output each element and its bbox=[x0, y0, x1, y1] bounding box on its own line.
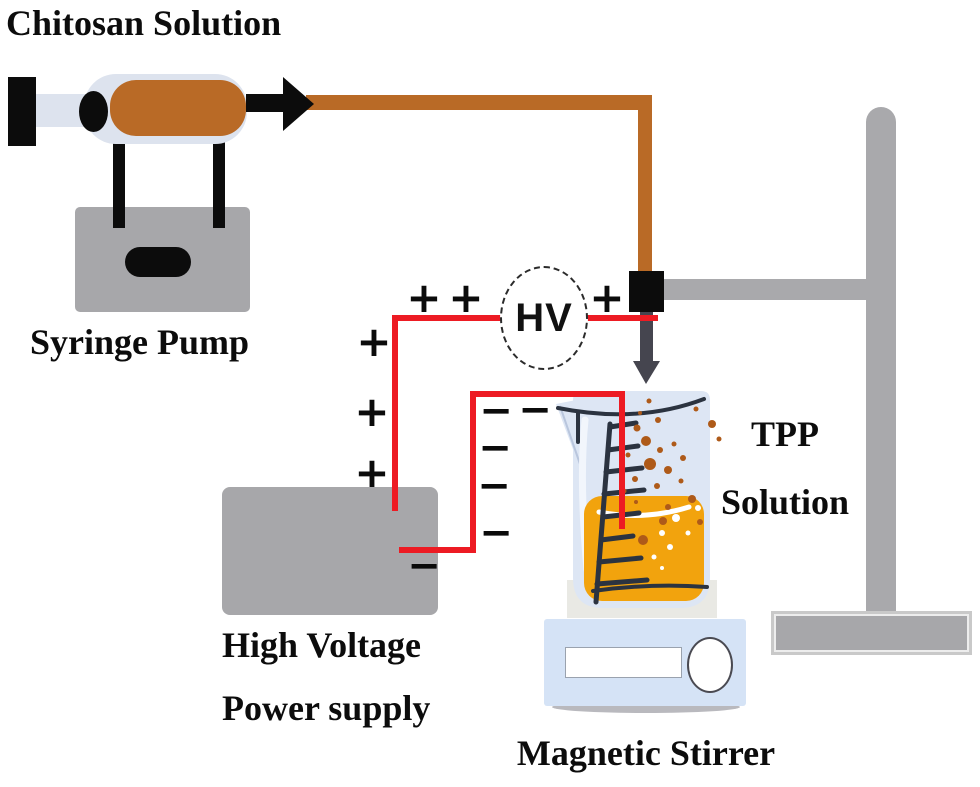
chitosan-droplet bbox=[665, 504, 671, 510]
bubble bbox=[659, 530, 665, 536]
bubble bbox=[651, 554, 657, 560]
chitosan-droplet bbox=[634, 500, 638, 504]
hv-source-badge: HV bbox=[500, 266, 588, 370]
stirrer-knob[interactable] bbox=[687, 637, 733, 693]
syringe-plunger-flange bbox=[8, 77, 36, 146]
pump-right-post bbox=[213, 142, 225, 228]
chitosan-solution-label: Chitosan Solution bbox=[6, 3, 282, 43]
bubble-group bbox=[651, 505, 701, 570]
syringe-liquid bbox=[110, 80, 246, 136]
stand-base bbox=[771, 611, 972, 655]
bubble bbox=[695, 505, 701, 511]
bubble bbox=[672, 514, 680, 522]
pump-left-post bbox=[113, 142, 125, 228]
wire-positive-left-vertical bbox=[392, 315, 398, 511]
liquid-surface-highlight bbox=[596, 504, 692, 519]
chitosan-droplet bbox=[646, 398, 652, 404]
chitosan-droplet bbox=[633, 424, 641, 432]
wire-negative-top bbox=[470, 391, 625, 397]
syringe-outlet bbox=[246, 94, 284, 112]
chitosan-droplet bbox=[638, 535, 648, 545]
high-voltage-label-line1: High Voltage bbox=[222, 625, 422, 665]
flow-arrow-icon bbox=[283, 77, 314, 131]
droplet-group bbox=[621, 398, 722, 545]
wire-positive-right bbox=[584, 315, 658, 321]
tube-horizontal bbox=[306, 95, 652, 110]
bubble bbox=[667, 544, 673, 550]
chitosan-droplet bbox=[657, 447, 663, 453]
tpp-label-line1: TPP bbox=[751, 414, 819, 454]
tube-vertical bbox=[638, 100, 652, 275]
spray-needle-shaft bbox=[640, 312, 653, 363]
beaker-floor-line bbox=[591, 583, 709, 593]
high-voltage-label-line2: Power supply bbox=[222, 688, 431, 728]
chitosan-droplet bbox=[655, 417, 661, 423]
syringe-plunger-seal bbox=[79, 91, 108, 132]
chitosan-droplet bbox=[641, 436, 651, 446]
stand-pole bbox=[866, 107, 896, 615]
beaker-spout-edge bbox=[559, 405, 581, 465]
chitosan-droplet bbox=[664, 466, 672, 474]
tpp-label-line2: Solution bbox=[720, 482, 850, 522]
tpp-liquid bbox=[584, 496, 704, 601]
chitosan-droplet bbox=[644, 458, 656, 470]
chitosan-droplet bbox=[716, 436, 722, 442]
wire-negative-from-supply bbox=[399, 547, 475, 553]
chitosan-droplet bbox=[680, 455, 686, 461]
spray-needle-tip-arrow-icon bbox=[633, 361, 660, 384]
pump-control-slot bbox=[125, 247, 191, 277]
chitosan-droplet bbox=[654, 483, 660, 489]
clamp-block bbox=[629, 271, 664, 312]
magnetic-stirrer-label: Magnetic Stirrer bbox=[516, 733, 776, 773]
chitosan-droplet bbox=[638, 411, 642, 415]
bubble bbox=[685, 530, 691, 536]
bubble bbox=[660, 566, 664, 570]
graduation-tick bbox=[596, 555, 644, 565]
graduation-tick bbox=[598, 533, 636, 543]
wire-negative-electrode bbox=[619, 391, 625, 529]
syringe-pump-label: Syringe Pump bbox=[30, 322, 250, 362]
chitosan-droplet bbox=[697, 519, 703, 525]
graduation-spine bbox=[593, 421, 613, 605]
stand-arm bbox=[664, 279, 868, 300]
chitosan-droplet bbox=[693, 406, 699, 412]
chitosan-droplet bbox=[671, 441, 677, 447]
chitosan-droplet bbox=[625, 452, 631, 458]
chitosan-droplet bbox=[688, 495, 696, 503]
chitosan-droplet bbox=[632, 476, 638, 482]
chitosan-droplet bbox=[678, 478, 684, 484]
chitosan-droplet bbox=[659, 517, 667, 525]
wire-positive-left-horizontal bbox=[392, 315, 502, 321]
chitosan-droplet bbox=[708, 420, 716, 428]
wire-negative-vertical bbox=[470, 391, 476, 553]
syringe-plunger-rod bbox=[36, 94, 86, 127]
hv-label: HV bbox=[515, 295, 573, 340]
stirrer-display bbox=[565, 647, 682, 678]
graduation-tick bbox=[594, 577, 650, 587]
